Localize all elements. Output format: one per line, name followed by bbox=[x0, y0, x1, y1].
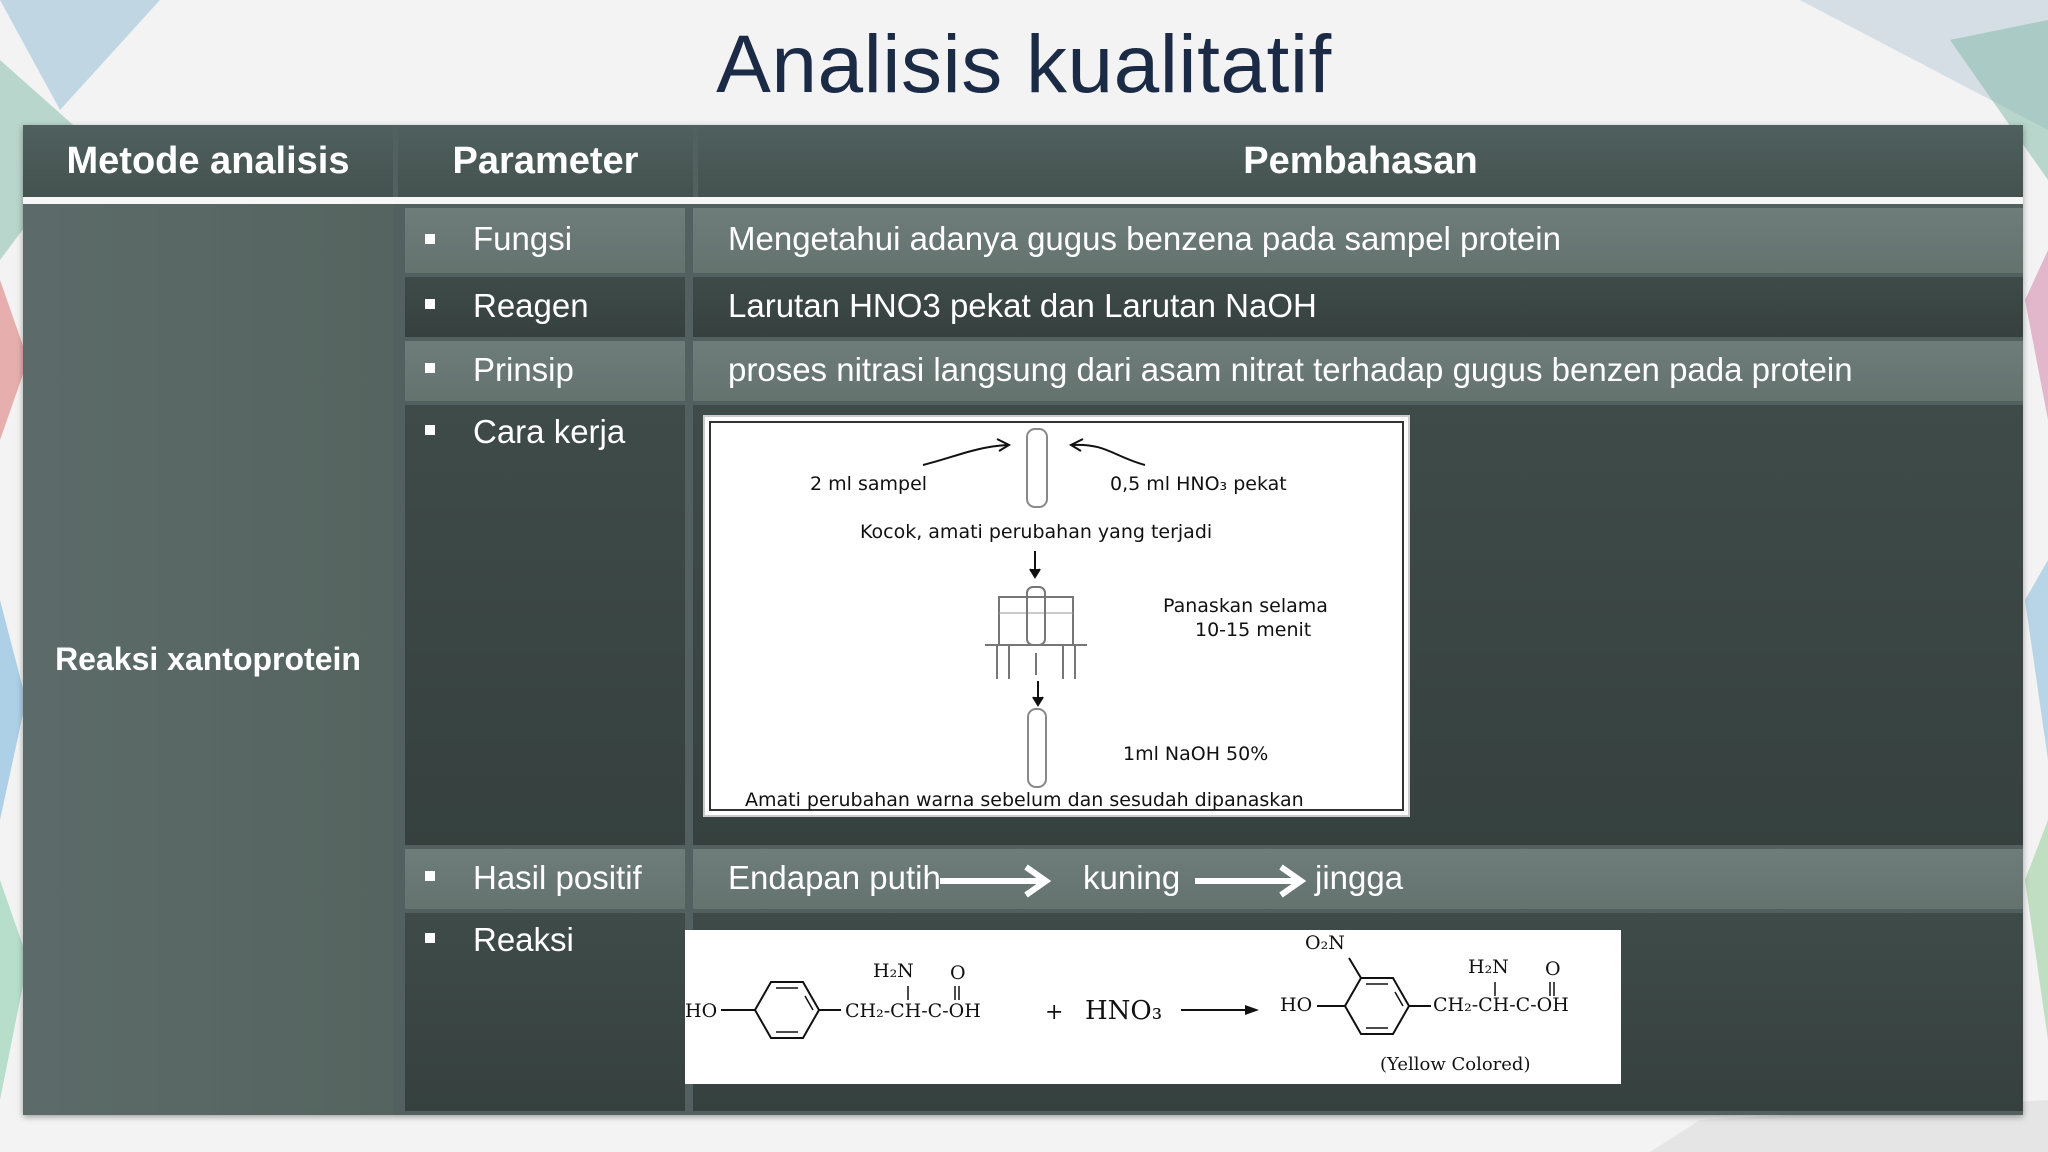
bullet-icon bbox=[425, 363, 435, 373]
procedure-figure: 2 ml sampel 0,5 ml HNO₃ pekat Kocok, ama… bbox=[703, 415, 1410, 817]
heat-label-2: 10-15 menit bbox=[1195, 619, 1312, 641]
content-row-prinsip: proses nitrasi langsung dari asam nitrat… bbox=[693, 341, 2023, 401]
param-label: Cara kerja bbox=[473, 413, 626, 450]
chain-right: CH₂-CH-C-OH bbox=[1433, 994, 1569, 1016]
param-row-reaksi: Reaksi bbox=[405, 913, 685, 1111]
arrow-right-icon bbox=[940, 864, 1052, 898]
plus-sign: + bbox=[1045, 1000, 1064, 1025]
content-row-reagen: Larutan HNO3 pekat dan Larutan NaOH bbox=[693, 277, 2023, 337]
reaction-figure: HO H₂N O CH₂-CH-C-OH + HNO₃ O₂N HO H₂N O… bbox=[685, 930, 1621, 1084]
yellow-caption: (Yellow Colored) bbox=[1380, 1054, 1531, 1075]
hno3-reagent: HNO₃ bbox=[1085, 996, 1163, 1026]
bullet-icon bbox=[425, 234, 435, 244]
header-method: Metode analisis bbox=[23, 125, 393, 197]
method-label: Reaksi xantoprotein bbox=[55, 641, 361, 677]
shake-label: Kocok, amati perubahan yang terjadi bbox=[860, 521, 1213, 543]
o-left: O bbox=[950, 962, 966, 984]
reaction-drawing bbox=[721, 957, 1555, 1039]
bullet-icon bbox=[425, 425, 435, 435]
param-row-reagen: Reagen bbox=[405, 277, 685, 337]
param-label: Fungsi bbox=[473, 220, 573, 257]
param-label: Reagen bbox=[473, 287, 589, 324]
header-divider bbox=[23, 197, 2023, 204]
arrow-right-icon bbox=[1195, 864, 1307, 898]
h2n-right: H₂N bbox=[1468, 956, 1509, 978]
header-discussion: Pembahasan bbox=[698, 125, 2023, 197]
header-parameter: Parameter bbox=[398, 125, 693, 197]
param-label: Prinsip bbox=[473, 351, 574, 388]
param-label: Hasil positif bbox=[473, 859, 642, 896]
slide-title: Analisis kualitatif bbox=[716, 19, 1332, 110]
content-text: Mengetahui adanya gugus benzena pada sam… bbox=[728, 220, 1561, 257]
param-row-fungsi: Fungsi bbox=[405, 208, 685, 273]
observe-label: Amati perubahan warna sebelum dan sesuda… bbox=[745, 789, 1304, 811]
ho-left: HO bbox=[685, 1000, 718, 1022]
bullet-icon bbox=[425, 871, 435, 881]
reagent-label: 0,5 ml HNO₃ pekat bbox=[1110, 473, 1287, 495]
param-row-prinsip: Prinsip bbox=[405, 341, 685, 401]
param-row-cara-kerja: Cara kerja bbox=[405, 405, 685, 845]
chain-left: CH₂-CH-C-OH bbox=[845, 1000, 981, 1022]
content-row-hasil-positif: Endapan putih kuning jingga bbox=[693, 849, 2023, 909]
heat-label-1: Panaskan selama bbox=[1163, 595, 1328, 617]
result-white: Endapan putih bbox=[728, 859, 941, 896]
content-text: Larutan HNO3 pekat dan Larutan NaOH bbox=[728, 287, 1317, 324]
content-row-fungsi: Mengetahui adanya gugus benzena pada sam… bbox=[693, 208, 2023, 273]
param-row-hasil-positif: Hasil positif bbox=[405, 849, 685, 909]
h2n-left: H₂N bbox=[873, 960, 914, 982]
naoh-label: 1ml NaOH 50% bbox=[1123, 743, 1269, 765]
result-orange: jingga bbox=[1315, 859, 1404, 896]
sample-label: 2 ml sampel bbox=[810, 473, 928, 495]
param-label: Reaksi bbox=[473, 921, 574, 958]
method-cell: Reaksi xantoprotein bbox=[23, 204, 393, 1115]
o2n-group: O₂N bbox=[1305, 932, 1345, 954]
bullet-icon bbox=[425, 933, 435, 943]
bullet-icon bbox=[425, 299, 435, 309]
o-right: O bbox=[1545, 958, 1561, 980]
procedure-drawing bbox=[922, 428, 1146, 788]
ho-right: HO bbox=[1280, 994, 1313, 1016]
result-yellow: kuning bbox=[1083, 859, 1181, 896]
content-text: proses nitrasi langsung dari asam nitrat… bbox=[728, 351, 1853, 388]
